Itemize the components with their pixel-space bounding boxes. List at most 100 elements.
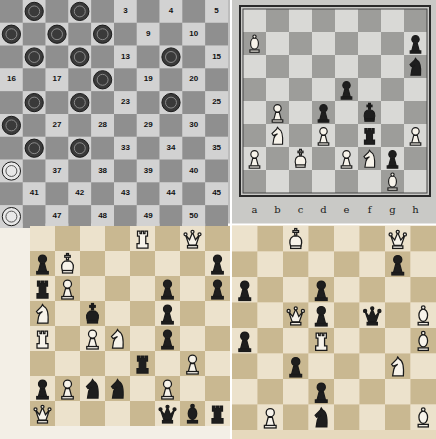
square (289, 32, 312, 55)
square (180, 251, 205, 276)
square (312, 55, 335, 78)
square (137, 0, 160, 23)
square (205, 326, 230, 351)
file-letter: b (266, 203, 289, 217)
square (80, 326, 105, 351)
chess-piece (162, 330, 174, 349)
square (381, 170, 404, 193)
square (0, 0, 23, 23)
square (30, 251, 55, 276)
square (130, 226, 155, 251)
square (105, 301, 130, 326)
square (23, 46, 46, 69)
square (180, 401, 205, 426)
file-letter: d (312, 203, 335, 217)
chess-piece (316, 333, 327, 350)
chess-piece (162, 305, 174, 324)
draughts-piece (162, 48, 180, 66)
square (23, 137, 46, 160)
square (0, 182, 23, 205)
square-number: 38 (91, 160, 114, 183)
square-number: 44 (160, 182, 183, 205)
square (160, 23, 183, 46)
square (358, 170, 381, 193)
square (289, 78, 312, 101)
square (258, 328, 284, 354)
square (404, 9, 427, 32)
square (130, 276, 155, 301)
chess-pieces (249, 35, 421, 190)
square (205, 301, 230, 326)
square (46, 68, 69, 91)
square (411, 226, 436, 252)
square (334, 405, 360, 431)
square (205, 226, 230, 251)
chess-piece (295, 149, 306, 167)
chess-piece (37, 331, 48, 348)
square (205, 114, 228, 137)
chess-piece (315, 383, 327, 402)
ground (0, 224, 230, 439)
square (289, 55, 312, 78)
square (232, 226, 258, 252)
square-number: 48 (91, 205, 114, 228)
square (55, 351, 80, 376)
square (266, 55, 289, 78)
square-number: 17 (46, 68, 69, 91)
square (114, 182, 137, 205)
chess-piece (87, 380, 99, 399)
square (381, 124, 404, 147)
square (105, 226, 130, 251)
square (309, 277, 335, 303)
chess-piece (239, 281, 251, 300)
square (155, 301, 180, 326)
square-number: 40 (182, 160, 205, 183)
square (155, 351, 180, 376)
square (80, 301, 105, 326)
square (55, 326, 80, 351)
square (385, 328, 411, 354)
chess-piece (87, 304, 99, 324)
draughts-piece (25, 2, 43, 20)
square (289, 147, 312, 170)
square (23, 0, 46, 23)
square (105, 326, 130, 351)
chess-piece (287, 307, 304, 325)
chess-piece (264, 409, 276, 428)
square (232, 379, 258, 405)
ground (0, 0, 230, 224)
square (182, 91, 205, 114)
square (182, 0, 205, 23)
square (381, 101, 404, 124)
square (312, 124, 335, 147)
square (205, 205, 228, 228)
chess-piece (290, 229, 302, 249)
square-number: 28 (91, 114, 114, 137)
square (312, 101, 335, 124)
square (55, 251, 80, 276)
square (155, 251, 180, 276)
chess-pieces (34, 230, 223, 423)
chess-piece (418, 331, 428, 350)
square (160, 114, 183, 137)
square (180, 351, 205, 376)
square (243, 55, 266, 78)
square (182, 160, 205, 183)
square (130, 301, 155, 326)
square (68, 137, 91, 160)
square (0, 46, 23, 69)
square (360, 303, 386, 329)
square (258, 354, 284, 380)
square (137, 91, 160, 114)
square (68, 23, 91, 46)
chess-piece (162, 380, 174, 399)
chess-piece (159, 405, 176, 423)
square (105, 351, 130, 376)
square (404, 101, 427, 124)
draughts-piece (25, 93, 43, 111)
chess-board (30, 226, 230, 426)
square (182, 114, 205, 137)
square (334, 252, 360, 278)
